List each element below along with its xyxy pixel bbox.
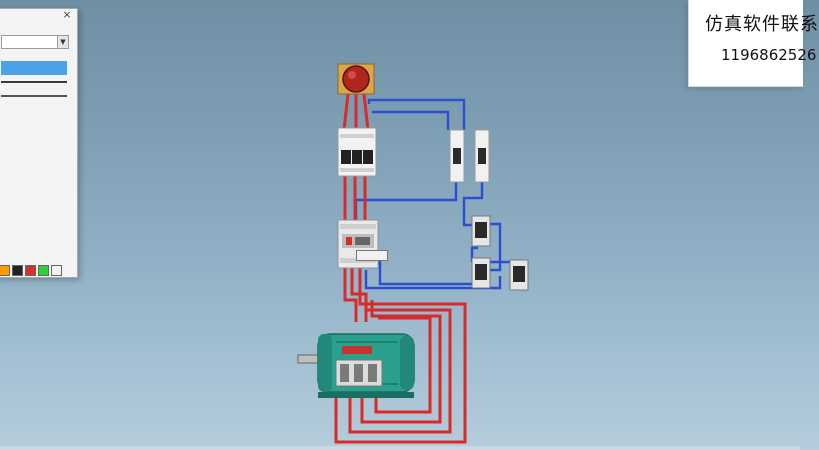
contact-title: 仿真软件联系 bbox=[705, 14, 819, 35]
motor-terminal-w bbox=[368, 364, 377, 382]
breaker-terminal-bottom bbox=[340, 168, 374, 172]
blue-wire-coil bbox=[364, 270, 502, 290]
circuit-breaker-3p[interactable] bbox=[337, 127, 377, 177]
color-swatch-4[interactable] bbox=[38, 265, 49, 276]
tool-dropdown[interactable]: ▼ bbox=[1, 35, 69, 49]
simulation-canvas[interactable] bbox=[0, 0, 800, 450]
blue-wire-lamp-to-fuse1 bbox=[372, 110, 450, 130]
breaker-lever-2 bbox=[352, 150, 362, 164]
contactor-indicator bbox=[346, 237, 352, 245]
power-wiring bbox=[334, 93, 467, 444]
three-phase-motor[interactable] bbox=[297, 333, 415, 398]
tool-separator-2 bbox=[1, 95, 67, 97]
color-swatches bbox=[0, 265, 62, 276]
red-wire-l1-low bbox=[343, 268, 358, 322]
blue-wire-lamp-to-fuse2 bbox=[367, 98, 466, 130]
fuse-2-window bbox=[478, 148, 486, 164]
push-button-3[interactable] bbox=[509, 259, 529, 291]
breaker-lever-1 bbox=[341, 150, 351, 164]
motor-nameplate bbox=[342, 346, 372, 354]
motor-front-cap bbox=[318, 334, 332, 392]
blue-wire-fuse2-to-button bbox=[462, 180, 484, 227]
motor-foot bbox=[318, 392, 414, 398]
fuse-1[interactable] bbox=[449, 129, 465, 183]
red-loop-inner bbox=[374, 316, 432, 414]
color-swatch-5[interactable] bbox=[51, 265, 62, 276]
motor-rear-cap bbox=[400, 336, 414, 390]
lamp-glint bbox=[348, 71, 356, 79]
contactor-terminal-top bbox=[340, 224, 376, 229]
push-button-2[interactable] bbox=[471, 257, 491, 289]
push-button-1[interactable] bbox=[471, 215, 491, 247]
blue-wire-fuse1-to-contactor bbox=[354, 180, 458, 222]
color-swatch-1[interactable] bbox=[0, 265, 10, 276]
color-swatch-2[interactable] bbox=[12, 265, 23, 276]
fuse-1-window bbox=[453, 148, 461, 164]
contactor-armature bbox=[355, 237, 370, 245]
breaker-terminal-top bbox=[340, 134, 374, 138]
red-loop-outer bbox=[334, 288, 467, 444]
motor-terminal-u bbox=[340, 364, 349, 382]
control-wiring bbox=[354, 98, 514, 290]
contact-box: 仿真软件联系 1196862526 bbox=[688, 0, 818, 87]
blue-wire-button-series bbox=[486, 222, 502, 272]
blue-wire-button-link bbox=[470, 246, 478, 262]
contact-phone: 1196862526 bbox=[721, 46, 817, 64]
button-2-actuator bbox=[475, 264, 487, 280]
tool-panel[interactable]: × ▼ bbox=[0, 8, 78, 278]
chevron-down-icon[interactable]: ▼ bbox=[57, 36, 68, 48]
red-wire-l3-top bbox=[362, 93, 370, 131]
horizon-line bbox=[0, 446, 800, 450]
motor-shaft bbox=[297, 354, 321, 364]
breaker-lever-3 bbox=[363, 150, 373, 164]
blue-wire-contactor-return bbox=[370, 260, 478, 286]
contactor-label-tag bbox=[356, 250, 388, 261]
button-1-actuator bbox=[475, 222, 487, 238]
selected-tool-bar[interactable] bbox=[1, 61, 67, 75]
red-loop-3 bbox=[360, 300, 442, 424]
red-wire-l1-top bbox=[342, 93, 350, 131]
close-icon[interactable]: × bbox=[62, 8, 72, 21]
indicator-lamp[interactable] bbox=[337, 63, 375, 95]
red-loop-2 bbox=[348, 294, 452, 434]
button-3-actuator bbox=[513, 266, 525, 282]
lamp-bulb bbox=[342, 65, 370, 93]
color-swatch-3[interactable] bbox=[25, 265, 36, 276]
tool-separator-1 bbox=[1, 81, 67, 83]
circuit-diagram bbox=[297, 63, 529, 444]
fuse-2[interactable] bbox=[474, 129, 490, 183]
motor-terminal-v bbox=[354, 364, 363, 382]
